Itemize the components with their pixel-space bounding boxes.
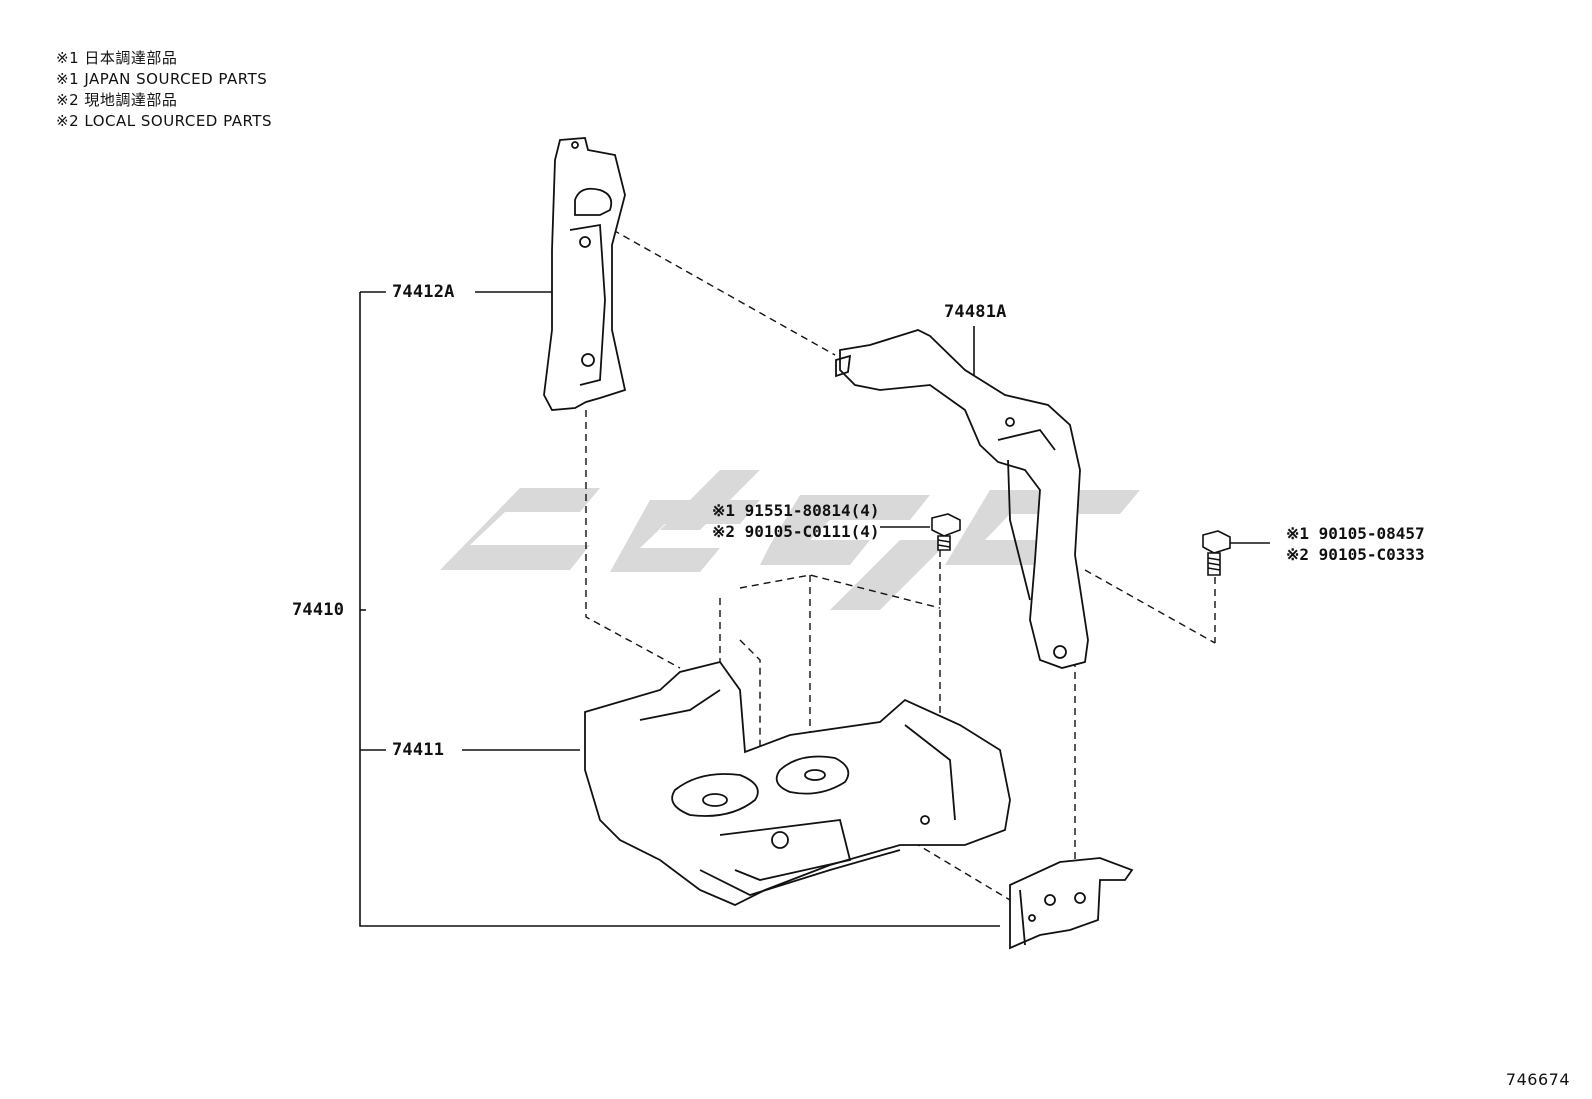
fastener-right-local: ※2 90105-C0333 [1286, 545, 1425, 564]
bolt-center [931, 513, 961, 551]
fastener-center-local: ※2 90105-C0111(4) [712, 522, 880, 541]
tray-74411 [584, 660, 1011, 906]
fastener-right-japan: ※1 90105-08457 [1286, 524, 1425, 543]
clamp-74481a [835, 329, 1089, 669]
watermark-logo [440, 470, 1140, 610]
legend-line-japan-jp: ※1 日本調達部品 [56, 49, 178, 67]
label-74411: 74411 [392, 740, 445, 760]
lower-bracket [1009, 857, 1134, 950]
legend: ※1 日本調達部品 ※1 JAPAN SOURCED PARTS ※2 現地調達… [56, 48, 272, 132]
bolt-right [1202, 530, 1231, 576]
label-74410: 74410 [292, 600, 345, 620]
label-74412a: 74412A [392, 282, 455, 302]
fastener-label-right: ※1 90105-08457 ※2 90105-C0333 [1286, 523, 1425, 565]
label-74481a: 74481A [944, 302, 1007, 322]
leader-lines [359, 291, 1270, 927]
legend-line-japan-en: ※1 JAPAN SOURCED PARTS [56, 70, 268, 88]
legend-line-local-en: ※2 LOCAL SOURCED PARTS [56, 112, 272, 130]
bracket-74412a [543, 137, 627, 411]
fastener-label-center: ※1 91551-80814(4) ※2 90105-C0111(4) [712, 500, 880, 542]
fastener-center-japan: ※1 91551-80814(4) [712, 501, 880, 520]
document-number: 746674 [1505, 1070, 1570, 1089]
legend-line-local-jp: ※2 現地調達部品 [56, 91, 178, 109]
